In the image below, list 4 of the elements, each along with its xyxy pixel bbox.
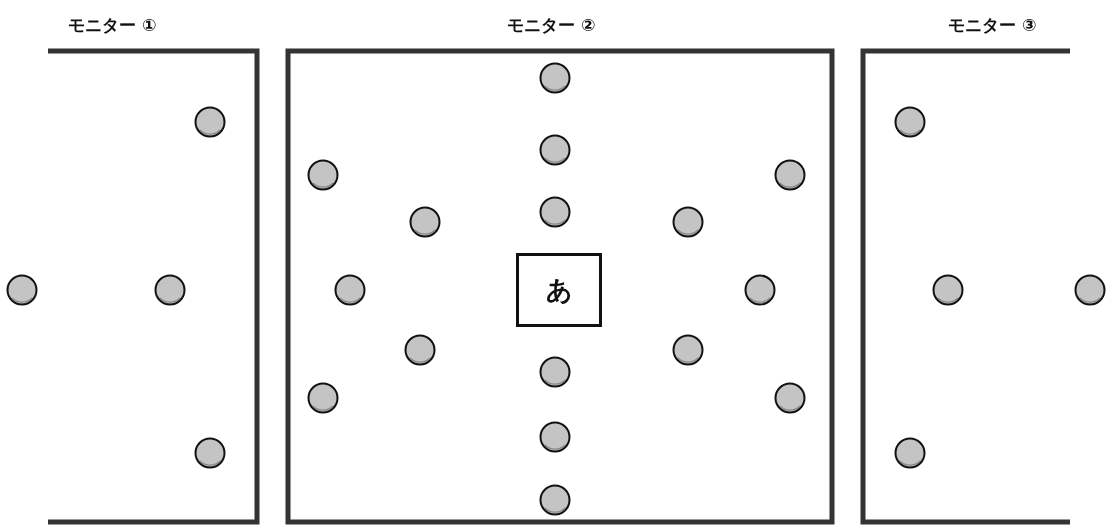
label-box: あ: [516, 253, 602, 327]
monitor-heading: モニター ①: [68, 14, 157, 36]
monitor-heading: モニター ②: [507, 14, 596, 36]
monitor-heading: モニター ③: [948, 14, 1037, 36]
